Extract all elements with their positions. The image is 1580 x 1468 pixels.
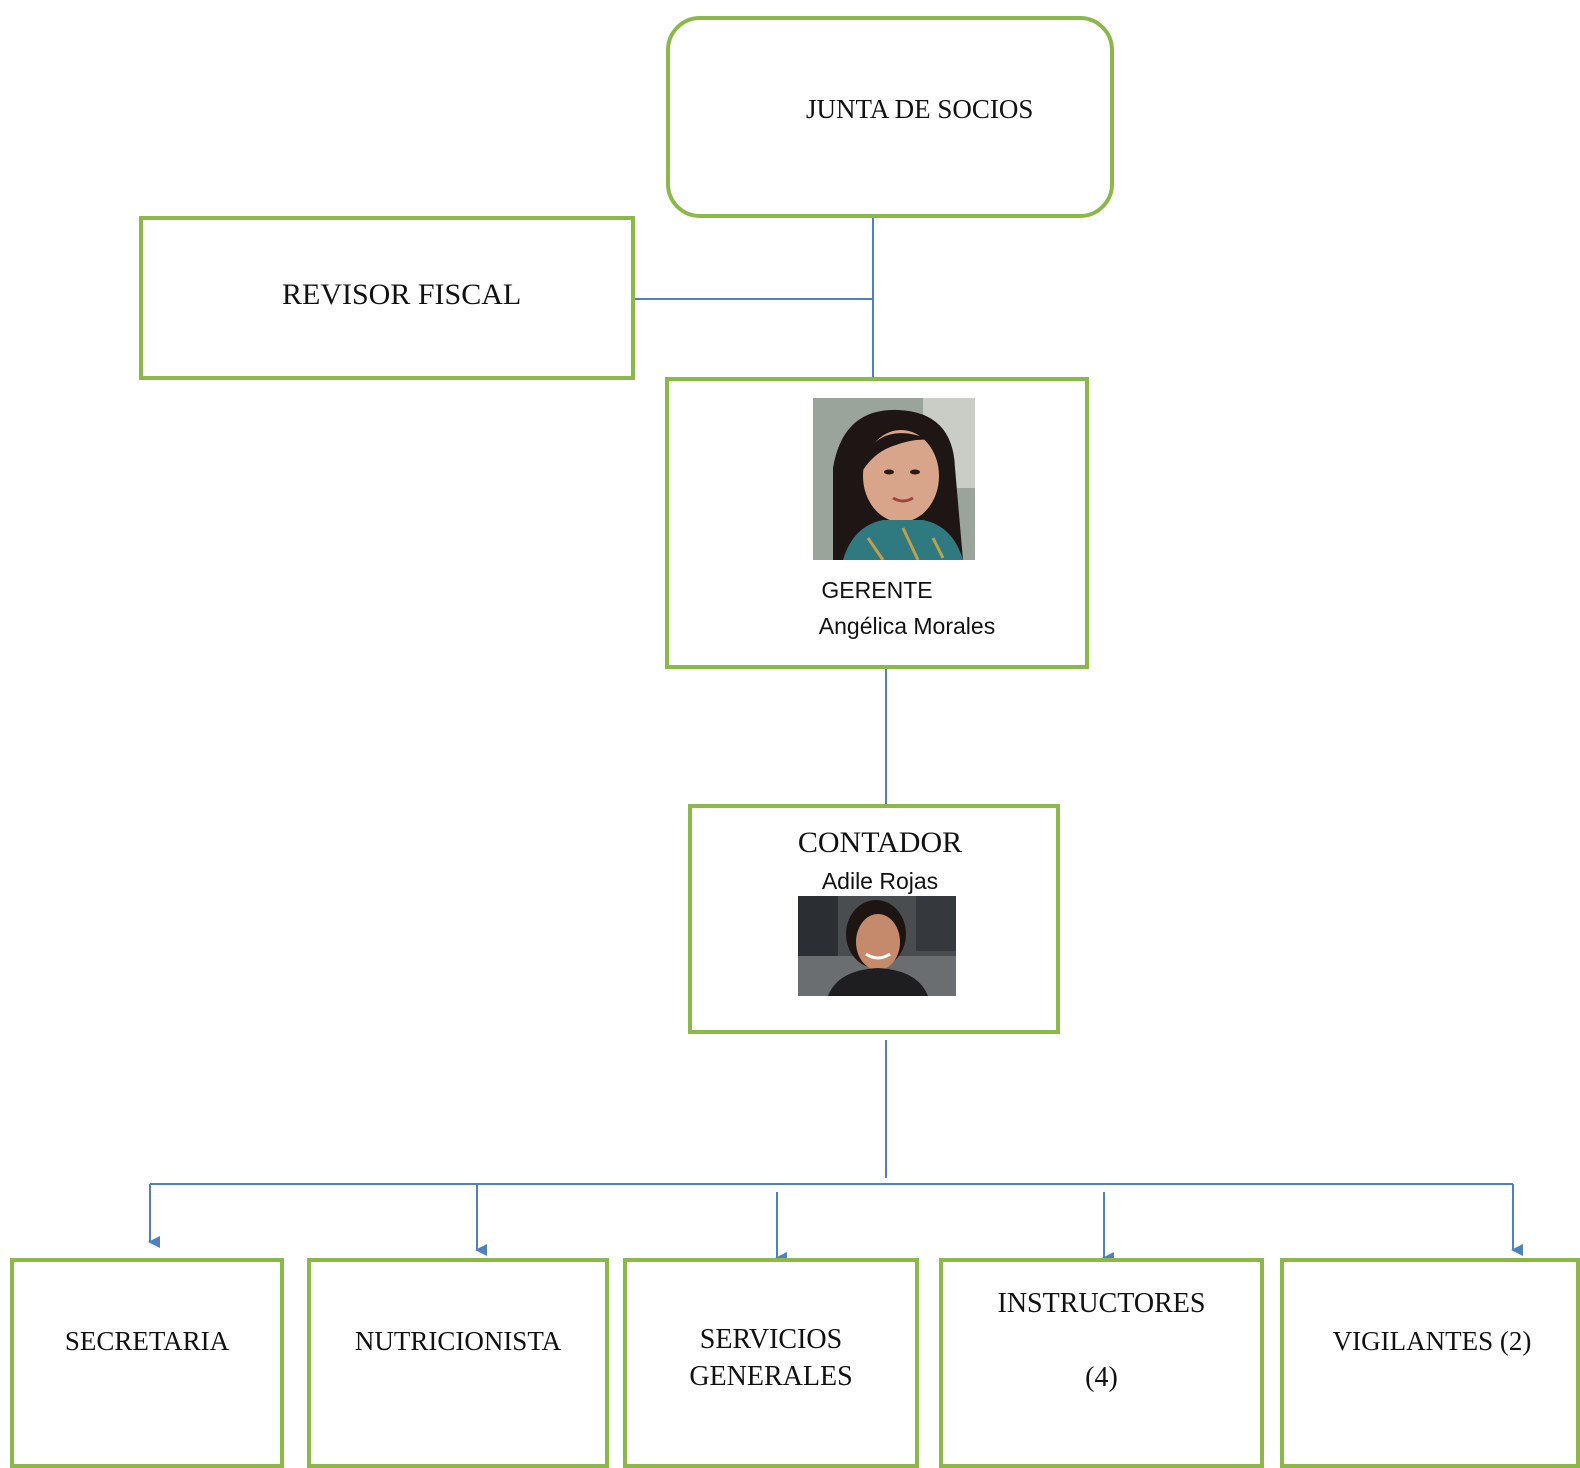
secretaria-label: SECRETARIA	[64, 1326, 230, 1356]
contador-name: Adile Rojas	[821, 868, 939, 894]
secretaria-box: SECRETARIA	[10, 1258, 284, 1468]
contador-title: CONTADOR	[797, 826, 963, 859]
junta-de-socios-box: JUNTA DE SOCIOS	[666, 16, 1114, 218]
nutricionista-label: NUTRICIONISTA	[354, 1326, 562, 1356]
revisor-fiscal-label: REVISOR FISCAL	[282, 278, 522, 311]
vigilantes-box: VIGILANTES (2)	[1280, 1258, 1580, 1468]
gerente-title: GERENTE	[821, 577, 933, 603]
gerente-photo	[813, 398, 975, 560]
instructores-box: INSTRUCTORES (4)	[939, 1258, 1264, 1468]
contador-box: CONTADOR Adile Rojas	[688, 804, 1060, 1034]
gerente-name: Angélica Morales	[818, 613, 996, 639]
junta-de-socios-label: JUNTA DE SOCIOS	[806, 94, 1034, 124]
instructores-label: INSTRUCTORES	[997, 1288, 1206, 1319]
contador-photo	[798, 896, 956, 996]
servicios-generales-box: SERVICIOS GENERALES	[623, 1258, 919, 1468]
revisor-fiscal-box: REVISOR FISCAL	[139, 216, 635, 380]
vigilantes-label: VIGILANTES (2)	[1332, 1326, 1532, 1356]
gerente-box: GERENTE Angélica Morales	[665, 377, 1089, 669]
instructores-count: (4)	[1085, 1362, 1118, 1393]
servicios-label-line1: SERVICIOS	[699, 1324, 843, 1355]
servicios-label-line2: GENERALES	[689, 1361, 853, 1392]
nutricionista-box: NUTRICIONISTA	[307, 1258, 609, 1468]
